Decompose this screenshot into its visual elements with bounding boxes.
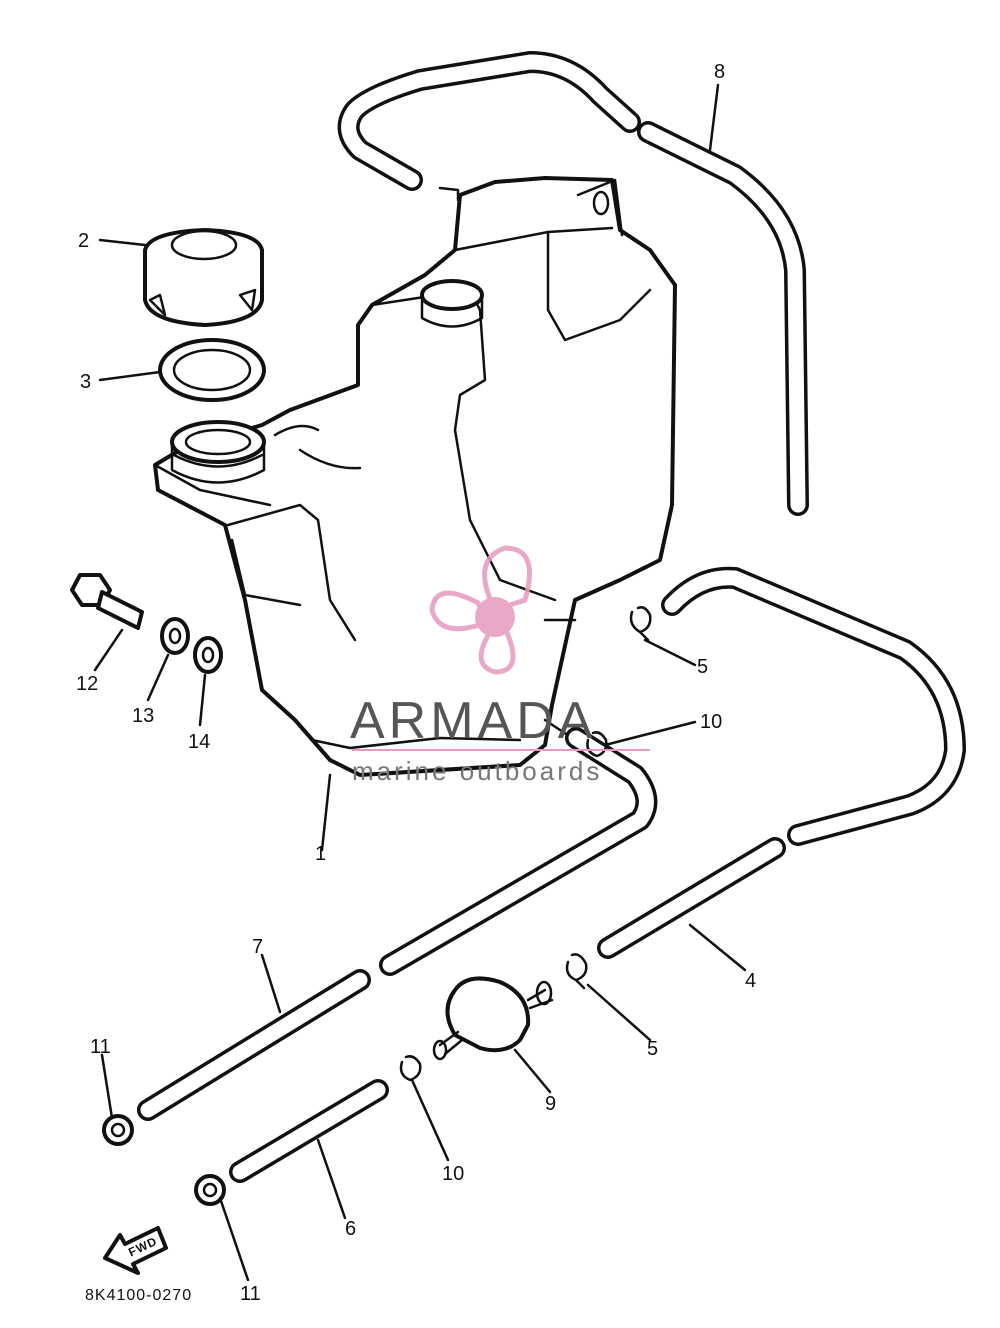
callout-7: 7 [252,936,263,958]
filler-cap [143,228,264,327]
watermark-brand: ARMADA [350,692,596,750]
callout-13: 13 [132,705,154,727]
callout-11-lower: 11 [240,1283,261,1305]
propeller-logo-icon [429,545,532,675]
hose-8 [337,51,809,516]
clip-10-lower [399,1055,422,1082]
clip-5-upper [629,606,652,642]
hose-4 [597,566,966,959]
clamp-11-upper [102,1114,134,1146]
callout-1: 1 [315,843,326,865]
bolt [70,573,144,630]
fuel-filter [432,976,554,1061]
clamp-11-lower [194,1174,226,1206]
callout-11-upper: 11 [90,1036,111,1058]
callout-9: 9 [545,1093,556,1115]
callout-5-lower: 5 [647,1038,658,1060]
callout-3: 3 [80,371,91,393]
callout-4: 4 [745,970,756,992]
leader-lines [93,83,747,1282]
washer-14 [193,636,223,674]
drawing-code: 8K4100-0270 [85,1287,192,1304]
callout-6: 6 [345,1218,356,1240]
callout-2: 2 [78,230,89,252]
callout-14: 14 [188,731,210,753]
clip-5-lower [565,953,588,990]
washer-13 [160,617,190,655]
callout-8: 8 [714,61,725,83]
callout-labels: 2 3 8 5 10 4 5 9 10 6 7 11 11 12 13 14 1 [76,61,756,1305]
gasket [158,338,266,402]
callout-12: 12 [76,673,98,695]
hose-6 [229,1079,389,1183]
oil-tank [153,176,677,777]
callout-10-upper: 10 [700,711,722,733]
hose-7 [137,727,658,1121]
callout-5-upper: 5 [697,656,708,678]
fwd-arrow: FWD [103,1226,168,1275]
callout-10-lower: 10 [442,1163,464,1185]
watermark-tagline: marine outboards [352,756,602,786]
watermark: ARMADA marine outboards [350,545,650,786]
